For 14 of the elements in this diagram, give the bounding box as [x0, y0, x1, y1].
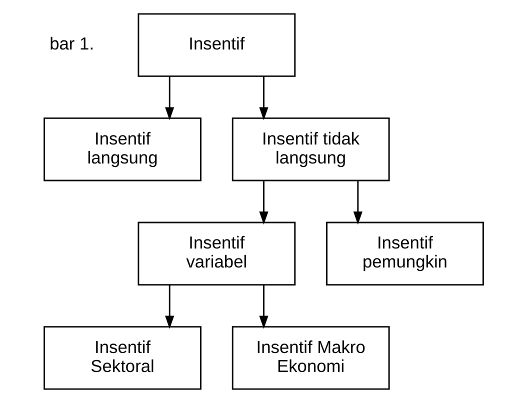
node-box: Insentif: [138, 13, 296, 77]
arrow: [165, 76, 174, 120]
arrow: [353, 180, 362, 225]
label: bar 1.: [50, 34, 94, 54]
node-box: Insentif tidak langsung: [232, 117, 390, 182]
arrow: [259, 284, 268, 329]
node-box: Insentif Sektoral: [44, 326, 202, 390]
node-box: Insentif variabel: [138, 222, 296, 286]
arrow: [165, 284, 174, 329]
node-box: Insentif Makro Ekonomi: [232, 326, 390, 390]
node-box: Insentif pemungkin: [326, 222, 484, 286]
arrow: [259, 180, 268, 225]
arrow: [259, 76, 268, 120]
node-box: Insentif langsung: [44, 117, 202, 182]
